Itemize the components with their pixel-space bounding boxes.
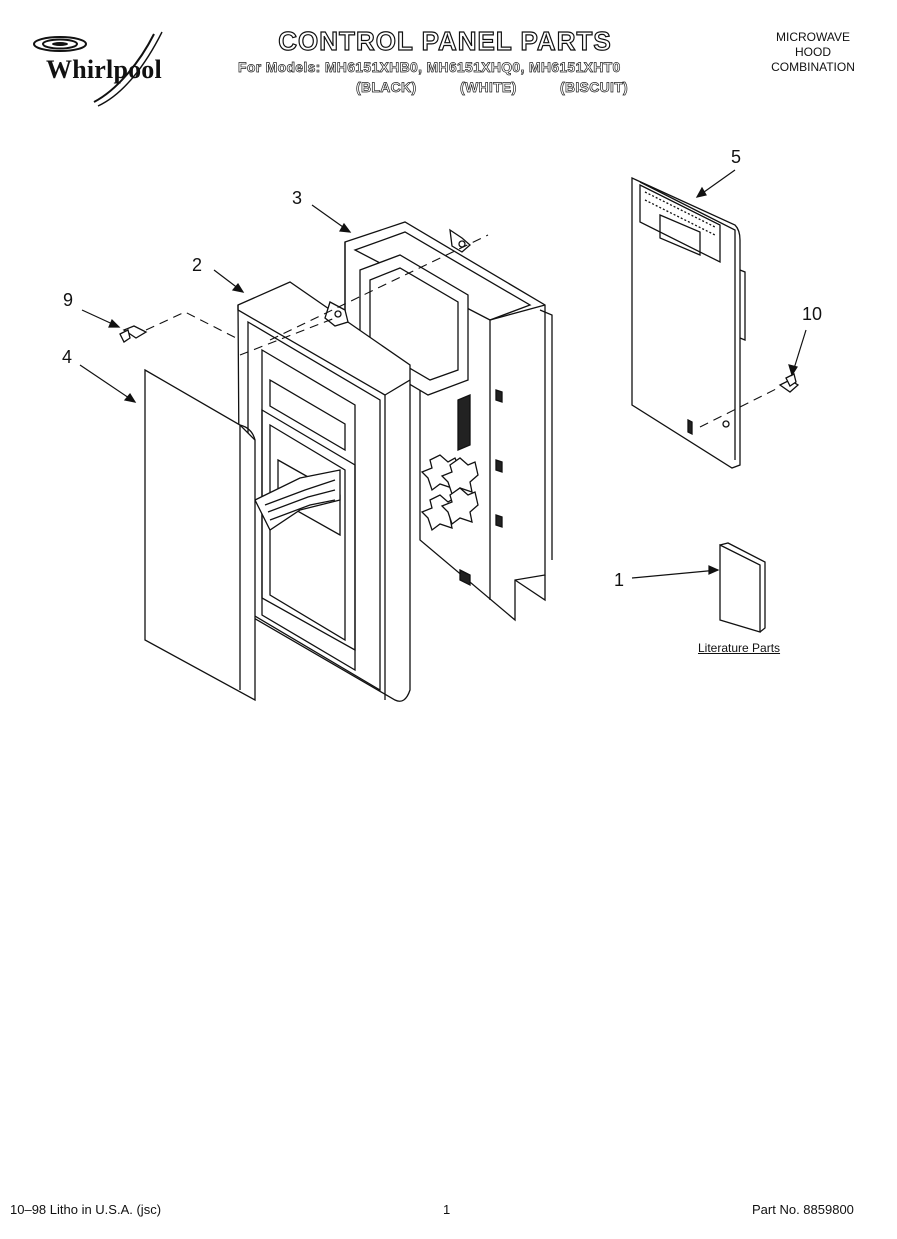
product-type-line: MICROWAVE bbox=[776, 30, 850, 44]
footer-part-number: Part No. 8859800 bbox=[752, 1202, 854, 1217]
leader-arrows bbox=[79, 169, 807, 579]
callout-4: 4 bbox=[62, 347, 73, 367]
literature-parts-label: Literature Parts bbox=[698, 641, 781, 655]
product-type: MICROWAVE HOOD COMBINATION bbox=[748, 30, 878, 75]
callout-9: 9 bbox=[63, 290, 74, 310]
model-variant-white: (WHITE) bbox=[460, 79, 517, 96]
callout-10: 10 bbox=[802, 304, 823, 324]
part-10-screw bbox=[778, 373, 800, 393]
footer-printing: 10–98 Litho in U.S.A. (jsc) bbox=[10, 1202, 162, 1217]
brand-name: Whirlpool bbox=[46, 55, 162, 84]
whirlpool-logo bbox=[33, 31, 163, 107]
part-1-literature bbox=[719, 542, 766, 633]
callout-3: 3 bbox=[292, 188, 303, 208]
part-2-trim-frame bbox=[237, 281, 411, 702]
callout-1: 1 bbox=[614, 570, 625, 590]
model-variant-biscuit: (BISCUIT) bbox=[560, 79, 629, 96]
part-9-screw bbox=[119, 325, 148, 343]
part-5-control-board bbox=[631, 176, 746, 469]
footer-page-number: 1 bbox=[443, 1202, 451, 1217]
assembly-lines bbox=[145, 234, 779, 428]
models-line: For Models: MH6151XHB0, MH6151XHQ0, MH61… bbox=[238, 59, 621, 76]
page-title: CONTROL PANEL PARTS bbox=[278, 25, 612, 56]
product-type-line: HOOD bbox=[795, 45, 831, 59]
product-type-line: COMBINATION bbox=[771, 60, 855, 74]
part-4-overlay bbox=[144, 368, 256, 702]
callout-5: 5 bbox=[731, 147, 742, 167]
model-variant-black: (BLACK) bbox=[356, 79, 417, 96]
callout-2: 2 bbox=[192, 255, 203, 275]
